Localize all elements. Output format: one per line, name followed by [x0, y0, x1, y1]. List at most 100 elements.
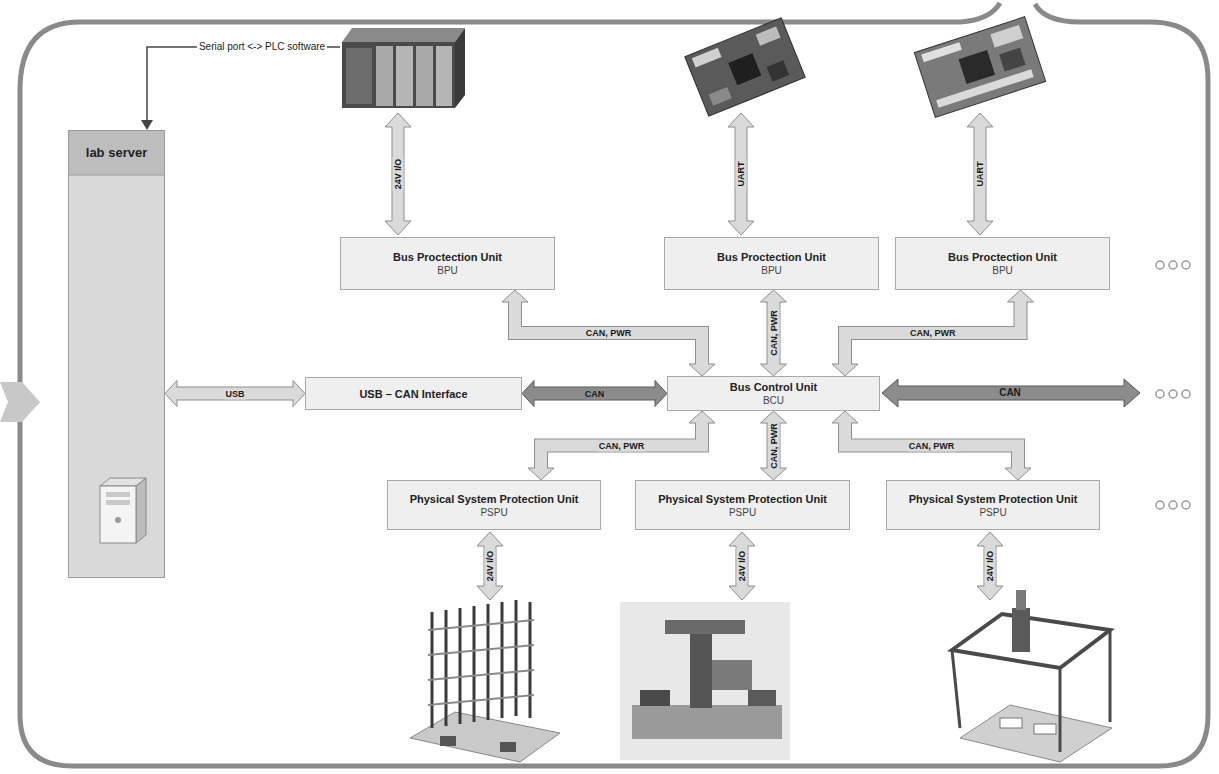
gantry-base [960, 705, 1112, 762]
io-arrow [728, 113, 754, 235]
box-abbrev: PSPU [729, 506, 756, 519]
box-heading: Bus Control Unit [730, 380, 817, 394]
dot [1182, 390, 1190, 398]
arrow-head [761, 290, 787, 302]
machine-arm [665, 620, 745, 634]
dot [1169, 390, 1177, 398]
can-bus-arrow [882, 379, 1140, 407]
unit-box: Bus Proctection UnitBPU [664, 237, 879, 290]
box-heading: Bus Proctection Unit [393, 250, 502, 264]
continuation-dots [1156, 261, 1190, 509]
board-pcb [685, 18, 805, 116]
arrow-head-outline [689, 411, 715, 423]
link-note: Serial port <-> PLC software [197, 41, 327, 53]
arrow-outline [541, 423, 702, 468]
arrow-outline [534, 387, 655, 401]
arrow-head [689, 364, 715, 376]
rack-column [501, 602, 504, 718]
arrow-outline [515, 302, 702, 364]
arrow-shaft [177, 388, 293, 400]
board-picture [685, 18, 805, 116]
server-bay [106, 500, 130, 505]
unit-box: Bus Proctection UnitBPU [895, 237, 1110, 290]
box-abbrev: BPU [992, 264, 1013, 277]
server-fill [68, 130, 165, 578]
plc-top [342, 28, 465, 42]
box-abbrev: PSPU [480, 506, 507, 519]
box-heading: Bus Proctection Unit [948, 250, 1057, 264]
fat-arrow [832, 411, 1031, 480]
board-chip [999, 48, 1025, 72]
board-part [709, 87, 732, 106]
frame-outline [20, 4, 1208, 766]
arrow-outline [177, 387, 293, 401]
arrow-outline [845, 423, 1018, 468]
io-arrow [967, 113, 993, 235]
unit-box: Bus Control UnitBCU [667, 376, 880, 411]
signal-name: UART [975, 160, 986, 189]
gantry-axis [1016, 590, 1026, 610]
rack-shelves [428, 620, 534, 705]
gantry-head [1012, 608, 1030, 652]
fat-arrow [502, 290, 715, 376]
arrow-head-outline [689, 364, 715, 376]
connector-label: CAN, PWR [908, 328, 958, 339]
arrow-head [522, 381, 534, 407]
server-side [136, 478, 146, 543]
unit-box: Physical System Protection UnitPSPU [886, 480, 1100, 530]
signal-name: 24V I/O [737, 549, 748, 584]
arrow-head [832, 364, 858, 376]
dot [1156, 261, 1164, 269]
io-arrow [729, 532, 755, 600]
box-abbrev: BPU [437, 264, 458, 277]
serial-line [147, 47, 340, 121]
io-arrow [385, 113, 411, 235]
board-chip [728, 53, 761, 85]
arrow-outline [845, 302, 1021, 364]
arrow-head-outline [528, 468, 554, 480]
rack-column [487, 604, 490, 720]
connector-label: CAN, PWR [768, 308, 779, 358]
machine-part [640, 690, 670, 706]
unit-box: Physical System Protection UnitPSPU [387, 480, 601, 530]
arrow-outline [767, 302, 781, 364]
box-abbrev: BPU [761, 264, 782, 277]
unit-box: Physical System Protection UnitPSPU [635, 480, 850, 530]
fat-arrow [761, 290, 787, 376]
gantry-leg [1109, 630, 1112, 722]
arrow-head-outline [655, 381, 667, 407]
board-chip [959, 50, 996, 84]
arrow-shaft [845, 302, 1021, 364]
signal-name: 24V I/O [485, 549, 496, 584]
photo-ground [620, 602, 790, 760]
arrow-head-outline [502, 290, 528, 302]
box-heading: Bus Proctection Unit [717, 250, 826, 264]
io-arrow [477, 532, 503, 600]
machine-column [690, 622, 712, 708]
arrow-head [655, 381, 667, 407]
server-icon [100, 478, 146, 543]
server-button [115, 517, 121, 523]
server-bay [106, 492, 130, 497]
box-abbrev: PSPU [979, 506, 1006, 519]
gantry-leg [952, 650, 960, 728]
rack-part [440, 736, 456, 746]
board-connector [921, 42, 962, 62]
board-pcb [914, 17, 1045, 118]
plc-module [436, 46, 452, 106]
io-arrow [977, 532, 1003, 600]
plc-module [416, 46, 433, 106]
serial-arrowhead [141, 120, 153, 130]
rack-shelf [428, 620, 534, 630]
arrow-shaft [515, 302, 702, 364]
arrow-shaft [541, 423, 702, 468]
board-header [936, 69, 1034, 108]
arrow-head-outline [832, 411, 858, 423]
signal-name: 24V I/O [985, 549, 996, 584]
plc-side [455, 28, 465, 108]
dot [1169, 261, 1177, 269]
dot [1182, 501, 1190, 509]
arrow-head [761, 364, 787, 376]
